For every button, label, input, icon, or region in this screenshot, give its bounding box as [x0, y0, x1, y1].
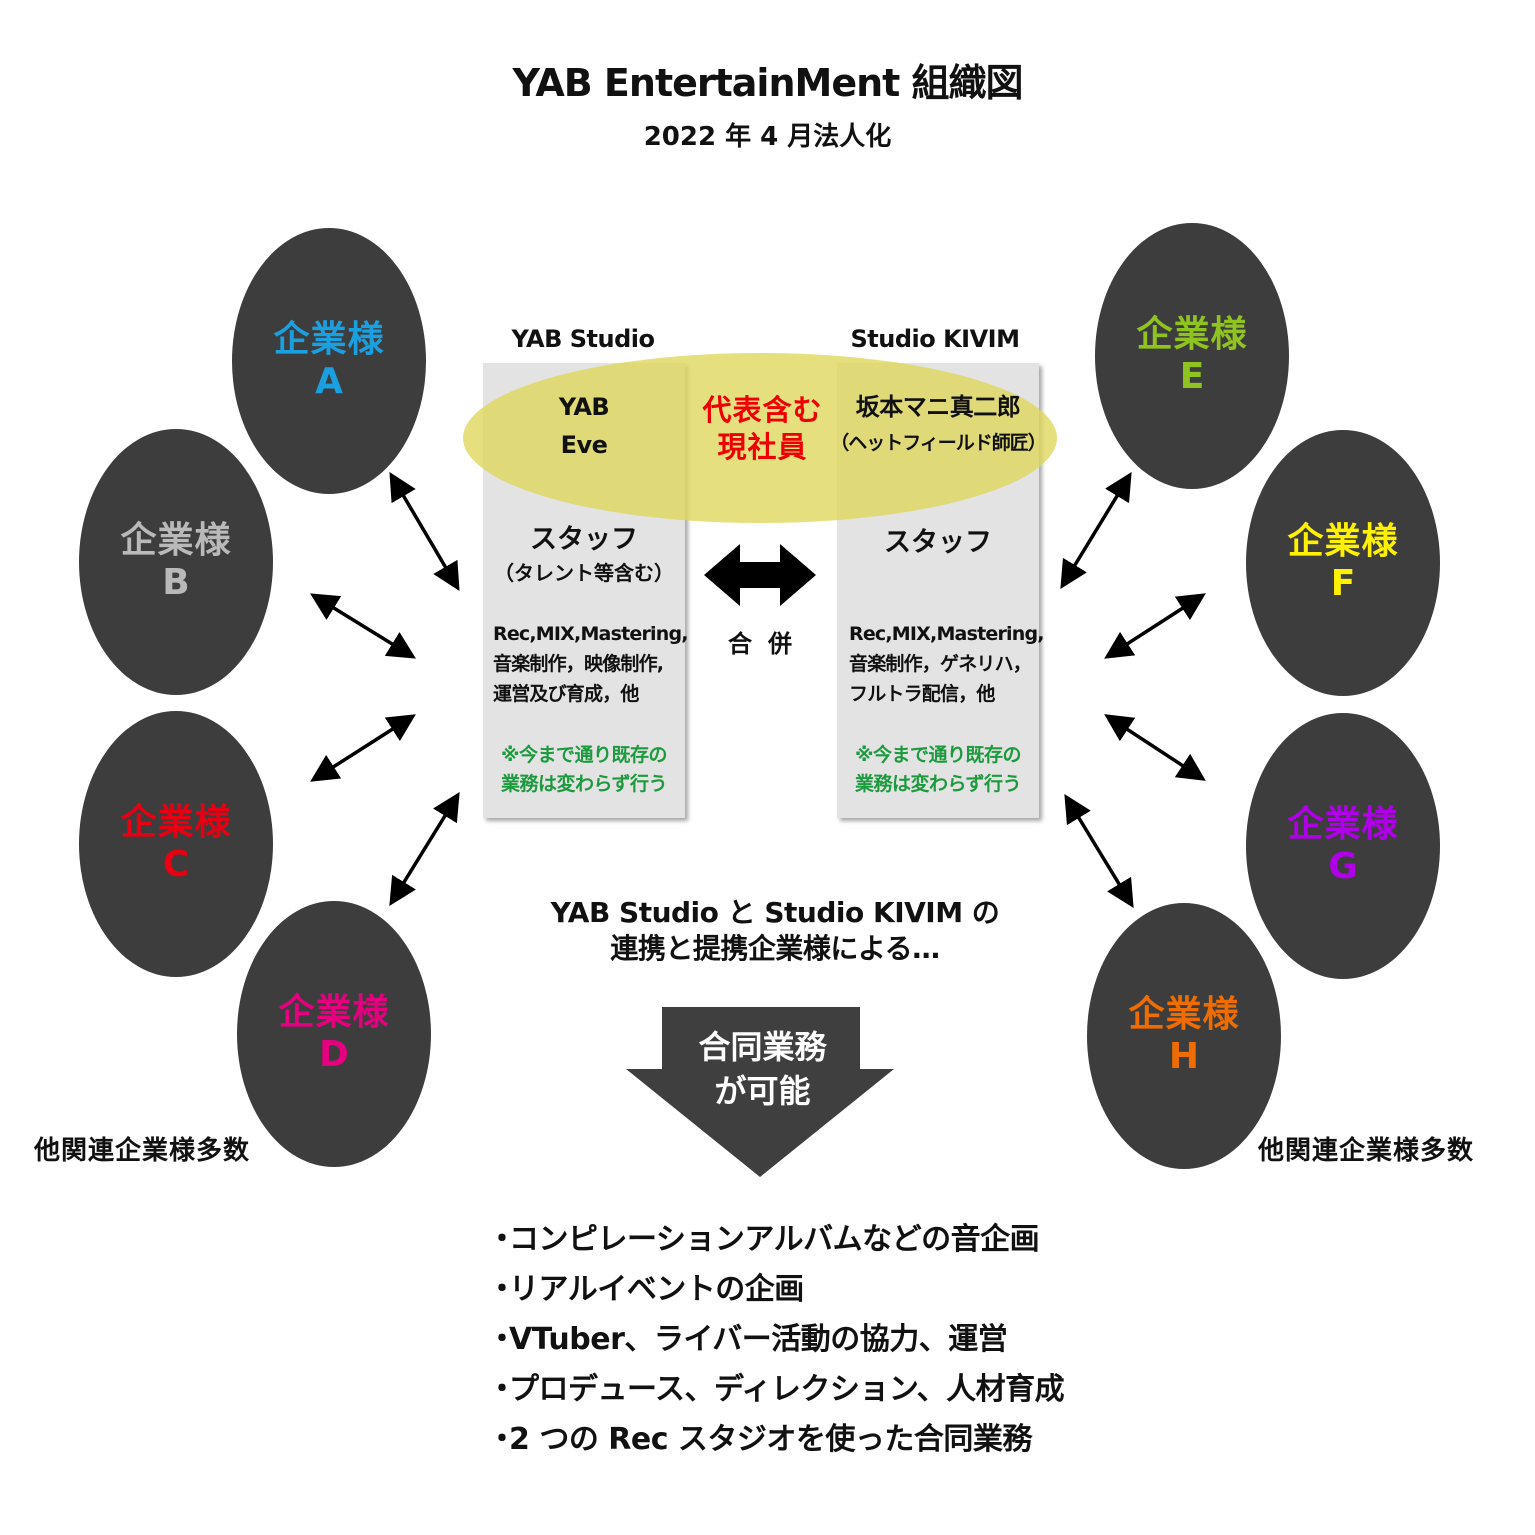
yab-note-line: ※今まで通り既存の	[501, 744, 667, 766]
kivim-note-line: ※今まで通り既存の	[855, 744, 1021, 766]
company-g-name: 企業様	[1287, 804, 1399, 845]
list-item-text: VTuber、ライバー活動の協力、運営	[509, 1322, 1008, 1357]
joint-business-list: ・コンピレーションアルバムなどの音企画 ・リアルイベントの企画 ・VTuber、…	[487, 1215, 1065, 1465]
company-g: 企業様 G	[1246, 713, 1440, 979]
representative-label: 代表含む 現社員	[690, 392, 835, 466]
kivim-duties: Rec,MIX,Mastering, 音楽制作，ゲネリハ， フルトラ配信，他	[849, 619, 1044, 709]
big-down-arrow-icon	[626, 1007, 894, 1177]
member-eve: Eve	[560, 431, 608, 459]
company-a-letter: A	[315, 361, 343, 402]
member-sakamoto: 坂本マニ真二郎	[855, 393, 1021, 421]
kivim-duty-line: 音楽制作，ゲネリハ，	[849, 653, 1032, 675]
company-f-letter: F	[1330, 563, 1356, 604]
joint-business-label: 合同業務 が可能	[630, 1025, 895, 1113]
company-f: 企業様 F	[1246, 430, 1440, 696]
company-e: 企業様 E	[1095, 223, 1289, 489]
company-c: 企業様 C	[79, 711, 273, 977]
chart-title: YAB EntertainMent 組織図	[512, 61, 1023, 105]
arrow-company-h	[1064, 794, 1134, 908]
list-item-text: リアルイベントの企画	[509, 1272, 804, 1307]
merge-double-arrow-icon	[704, 544, 816, 606]
list-item-text: 2 つの Rec スタジオを使った合同業務	[509, 1422, 1032, 1457]
company-c-name: 企業様	[120, 802, 232, 843]
arrow-company-b	[310, 593, 416, 659]
list-item: ・コンピレーションアルバムなどの音企画	[487, 1222, 1040, 1257]
company-g-letter: G	[1328, 846, 1358, 887]
arrow-company-a	[389, 471, 460, 592]
list-item: ・プロデュース、ディレクション、人材育成	[487, 1372, 1065, 1407]
company-b-name: 企業様	[120, 520, 232, 561]
list-item: ・VTuber、ライバー活動の協力、運営	[487, 1322, 1008, 1357]
joint-business-line-1: 合同業務	[698, 1028, 827, 1066]
arrow-company-c	[310, 714, 416, 782]
company-f-name: 企業様	[1287, 521, 1399, 562]
yab-duties: Rec,MIX,Mastering, 音楽制作，映像制作, 運営及び育成，他	[493, 619, 688, 709]
list-item: ・リアルイベントの企画	[487, 1272, 804, 1307]
arrow-company-d	[389, 792, 460, 906]
yab-studio-heading: YAB Studio	[511, 325, 655, 353]
others-left-label: 他関連企業様多数	[34, 1136, 251, 1166]
company-h: 企業様 H	[1087, 903, 1281, 1169]
member-yab: YAB	[558, 393, 610, 421]
company-b-letter: B	[162, 562, 190, 603]
member-sakamoto-alias: （ヘットフィールド師匠）	[830, 432, 1047, 454]
studio-kivim-heading: Studio KIVIM	[850, 325, 1020, 353]
yab-duty-line: 運営及び育成，他	[493, 683, 639, 705]
collaboration-line-1: YAB Studio と Studio KIVIM の	[550, 896, 1000, 929]
kivim-note-line: 業務は変わらず行う	[854, 773, 1022, 795]
collaboration-line-2: 連携と提携企業様による…	[610, 932, 940, 965]
yab-staff-block: スタッフ （タレント等含む）	[483, 522, 685, 588]
arrow-company-e	[1060, 472, 1132, 589]
chart-subtitle: 2022 年 4 月法人化	[643, 122, 892, 152]
kivim-note: ※今まで通り既存の 業務は変わらず行う	[837, 741, 1039, 799]
company-c-letter: C	[162, 844, 190, 885]
kivim-duty-line: フルトラ配信，他	[849, 683, 995, 705]
yab-note-line: 業務は変わらず行う	[500, 773, 668, 795]
collaboration-text: YAB Studio と Studio KIVIM の 連携と提携企業様による…	[480, 895, 1070, 967]
arrow-company-g	[1104, 714, 1206, 781]
company-a: 企業様 A	[232, 228, 426, 494]
yab-studio-members: YAB Eve	[483, 388, 685, 464]
list-item-text: コンピレーションアルバムなどの音企画	[509, 1222, 1040, 1257]
company-d-letter: D	[319, 1034, 349, 1075]
company-h-name: 企業様	[1128, 994, 1240, 1035]
company-e-letter: E	[1179, 356, 1205, 397]
kivim-staff-label: スタッフ	[884, 527, 992, 558]
company-d-name: 企業様	[278, 992, 390, 1033]
yab-note: ※今まで通り既存の 業務は変わらず行う	[483, 741, 685, 799]
studio-kivim-members: 坂本マニ真二郎 （ヘットフィールド師匠）	[828, 388, 1048, 460]
arrow-company-f	[1104, 593, 1206, 659]
list-item: ・2 つの Rec スタジオを使った合同業務	[487, 1422, 1032, 1457]
list-item-text: プロデュース、ディレクション、人材育成	[509, 1372, 1065, 1407]
company-a-name: 企業様	[273, 319, 385, 360]
merge-label: 合併	[728, 630, 808, 658]
yab-staff-label: スタッフ	[530, 524, 638, 555]
joint-business-line-2: が可能	[714, 1072, 811, 1110]
representative-line-2: 現社員	[717, 430, 808, 464]
yab-staff-sub: （タレント等含む）	[494, 561, 674, 585]
current-staff-highlight	[463, 353, 1057, 523]
company-h-letter: H	[1168, 1036, 1200, 1077]
company-d: 企業様 D	[237, 901, 431, 1167]
kivim-duty-line: Rec,MIX,Mastering,	[849, 623, 1044, 645]
yab-duty-line: 音楽制作，映像制作,	[493, 653, 664, 675]
others-right-label: 他関連企業様多数	[1258, 1136, 1475, 1166]
yab-duty-line: Rec,MIX,Mastering,	[493, 623, 688, 645]
company-b: 企業様 B	[79, 429, 273, 695]
company-e-name: 企業様	[1136, 314, 1248, 355]
representative-line-1: 代表含む	[702, 393, 823, 427]
